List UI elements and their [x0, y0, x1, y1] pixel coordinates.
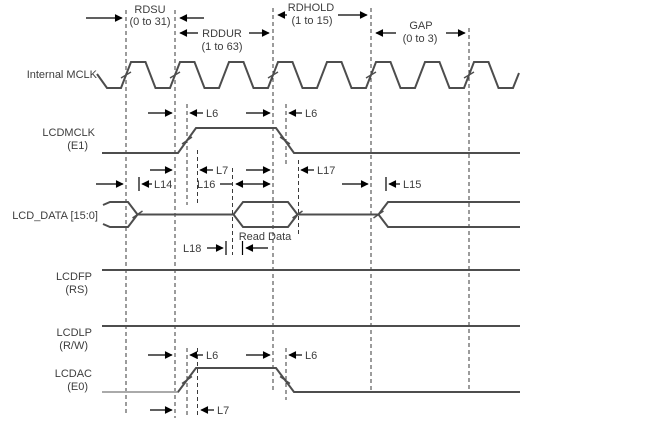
- signal-pin-lcdac: (E0): [67, 381, 88, 393]
- signal-label-internal-mclk: Internal MCLK: [27, 69, 98, 81]
- lcd-data-tick-2: [292, 210, 303, 219]
- region-range-rddur: (1 to 63): [202, 41, 243, 53]
- timing-annotations: L6 L6 L7 L17 L14 L16 L15 L18 L6: [96, 108, 421, 417]
- timing-label-l15: L15: [403, 179, 421, 191]
- internal-mclk-waveform: [96, 61, 520, 89]
- region-label-rddur: RDDUR: [202, 28, 242, 40]
- lcd-data-tick-1: [132, 210, 143, 219]
- signal-pin-lcdlp: (R/W): [59, 340, 88, 352]
- mclk-tick-2: [169, 71, 181, 79]
- lcdac-fall-tick: [279, 375, 291, 385]
- timing-label-lcdac-l6-fall: L6: [305, 350, 317, 362]
- timing-label-l16: L16: [197, 179, 215, 191]
- signal-label-lcdlp: LCDLP: [57, 327, 92, 339]
- timing-label-l17: L17: [317, 165, 335, 177]
- signal-label-lcdac: LCDAC: [55, 368, 92, 380]
- signal-pin-lcdmclk: (E1): [67, 140, 88, 152]
- signal-label-lcd-data: LCD_DATA [15:0]: [12, 210, 98, 222]
- timing-label-lcdac-l6-rise: L6: [206, 350, 218, 362]
- read-data-label: Read Data: [239, 231, 292, 243]
- signal-label-lcdmclk: LCDMCLK: [42, 127, 95, 139]
- lcd-data-transition-ticks: [132, 210, 384, 219]
- timing-label-l18: L18: [183, 243, 201, 255]
- mclk-tick-1: [120, 71, 132, 79]
- timing-label-lcdac-l7: L7: [217, 405, 229, 417]
- lcdac-waveform: [177, 367, 520, 393]
- region-labels: RDSU (0 to 31) RDDUR (1 to 63) RDHOLD (1…: [130, 2, 438, 53]
- timing-label-l14: L14: [154, 179, 172, 191]
- mclk-tick-5: [463, 71, 475, 79]
- region-label-rdsu: RDSU: [134, 4, 165, 16]
- lcd-data-tick-3: [373, 210, 384, 219]
- region-range-gap: (0 to 3): [403, 33, 438, 45]
- lcdmclk-waveform: [102, 127, 520, 154]
- timing-label-l6-fall: L6: [305, 108, 317, 120]
- signal-pin-lcdfp: (RS): [65, 284, 88, 296]
- region-range-rdhold: (1 to 15): [292, 15, 333, 27]
- region-label-gap: GAP: [409, 20, 432, 32]
- mclk-tick-3: [267, 71, 279, 79]
- internal-mclk-edge-ticks: [120, 71, 475, 79]
- timing-label-l6-rise: L6: [206, 108, 218, 120]
- lcd-data-bus-lower: [102, 213, 520, 228]
- dashed-reference-lines: [186, 104, 299, 418]
- region-range-rdsu: (0 to 31): [130, 16, 171, 28]
- signal-labels: Internal MCLK LCDMCLK (E1) LCD_DATA [15:…: [12, 69, 98, 393]
- dimension-bars: [138, 177, 387, 255]
- lcd-data-bus-upper: [102, 201, 520, 216]
- timing-label-l7: L7: [216, 165, 228, 177]
- lcdac-rise-tick: [181, 375, 193, 385]
- signal-label-lcdfp: LCDFP: [56, 271, 92, 283]
- lcdmclk-rise-tick: [181, 136, 193, 145]
- region-label-rdhold: RDHOLD: [288, 2, 335, 14]
- mclk-tick-4: [365, 71, 377, 79]
- region-dimension-arrows: [86, 11, 466, 37]
- lcdmclk-fall-tick: [279, 136, 291, 145]
